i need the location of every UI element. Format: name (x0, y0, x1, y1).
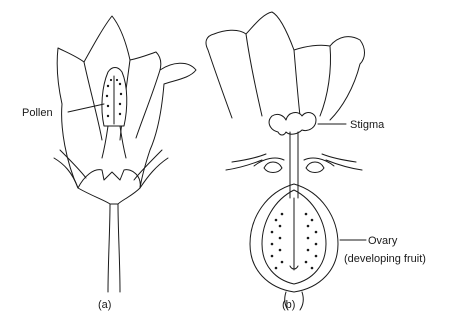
flower-a-petal-fold-left (84, 62, 102, 140)
label-developing-fruit: (developing fruit) (344, 253, 426, 265)
flower-b-node-right (306, 162, 324, 173)
panel-label-a: (a) (98, 299, 111, 311)
flower-b: Stigma Ovary (developing fruit) (b) (206, 12, 426, 311)
flower-a-filaments (102, 126, 126, 158)
label-pollen: Pollen (22, 107, 53, 119)
flower-a-sepal-right (140, 158, 168, 188)
label-ovary: Ovary (368, 235, 398, 247)
flower-b-node-left (264, 162, 282, 173)
flower-b-petal-fold-left (246, 34, 262, 116)
flower-a-petal-fold-mid (136, 70, 160, 138)
flower-b-style (290, 132, 298, 198)
flower-b-petal-fold-right (294, 50, 300, 116)
flower-a: Pollen (a) (22, 16, 196, 311)
label-stigma: Stigma (350, 119, 385, 131)
flower-a-sepal-left (54, 158, 78, 188)
flower-b-corolla (206, 12, 365, 120)
flower-b-stigma (269, 113, 316, 135)
pollen-leader-line (68, 104, 104, 112)
panel-label-b: (b) (282, 299, 295, 311)
flower-a-receptacle (78, 170, 140, 204)
flower-a-stalk (108, 204, 120, 292)
flower-a-sepal-right2 (134, 150, 162, 180)
flower-a-sepal-left2 (60, 150, 86, 178)
flower-b-ovary-axis (290, 198, 298, 270)
flower-b-petal-fold-far (320, 46, 331, 116)
